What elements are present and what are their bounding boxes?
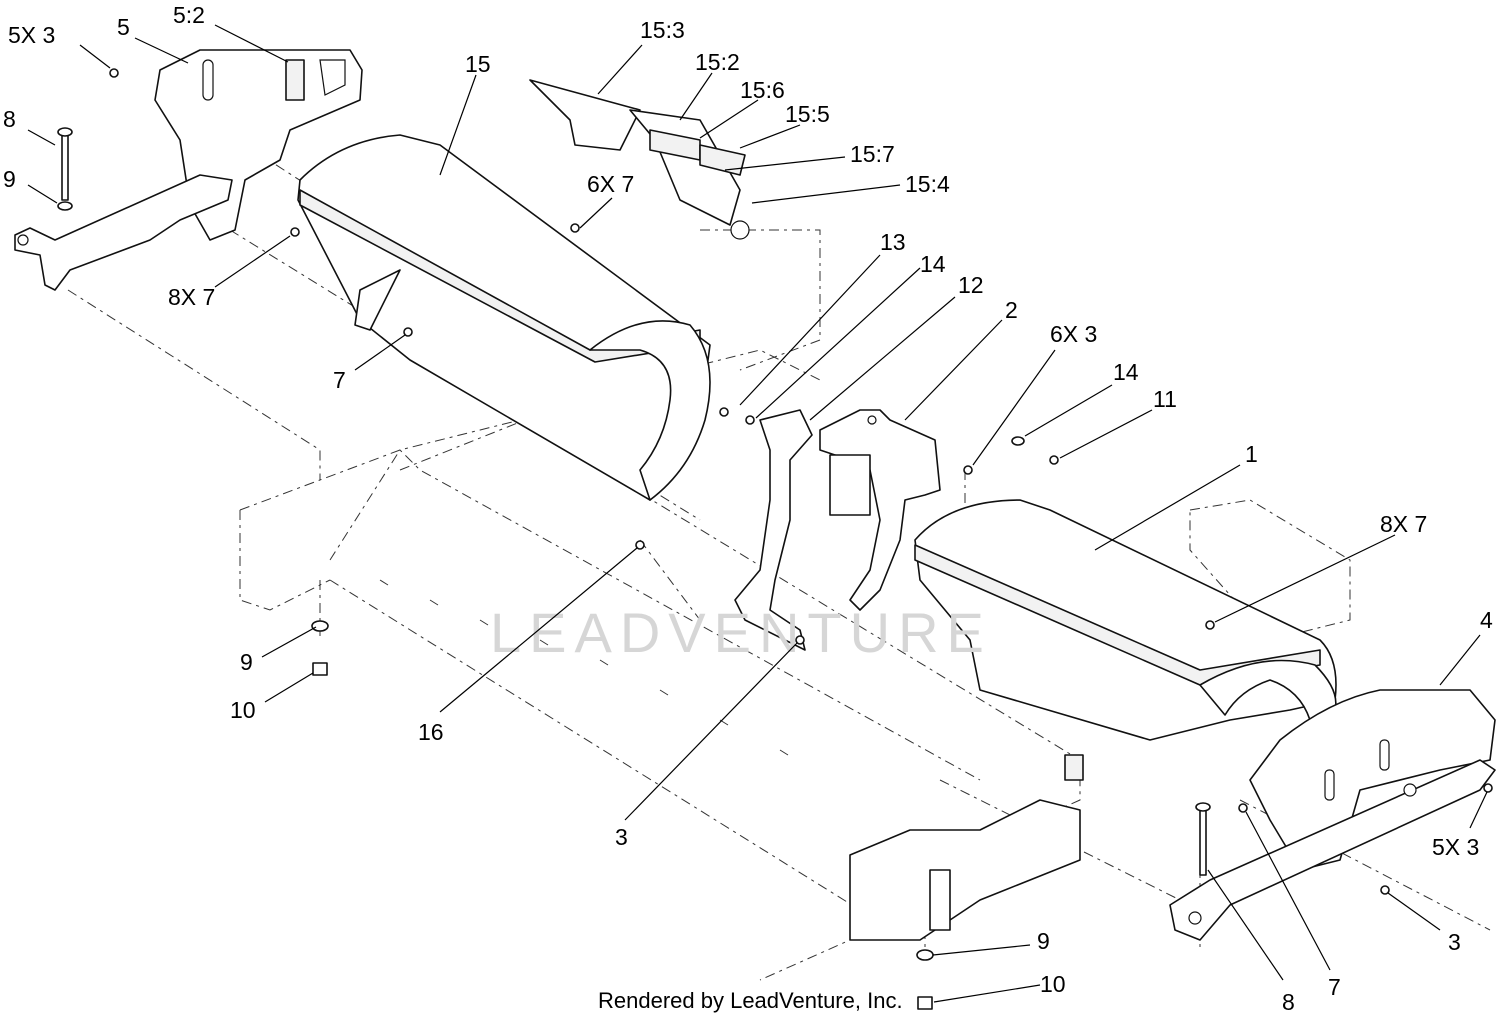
callout-9-top-left: 9 <box>3 166 16 192</box>
bolt-8x7-right <box>1205 620 1215 630</box>
upper-shield-group <box>529 79 750 240</box>
bolt-6x7 <box>570 223 580 233</box>
callout-6x3: 6X 3 <box>1050 321 1097 347</box>
callout-9-bottom: 9 <box>1037 928 1050 954</box>
callout-4: 4 <box>1480 607 1493 633</box>
bolt-8-bottom-right <box>1195 802 1211 876</box>
callout-2: 2 <box>1005 297 1018 323</box>
bolt-13 <box>719 407 729 417</box>
washer-14-a <box>745 415 755 425</box>
nut-5x3-right <box>1483 783 1493 793</box>
hardware <box>109 68 1493 1010</box>
callout-7-left: 7 <box>333 367 346 393</box>
bolt-16 <box>635 540 645 550</box>
callout-15-5: 15:5 <box>785 101 830 127</box>
nut-11 <box>1049 455 1059 465</box>
callout-3-mid: 3 <box>615 824 628 850</box>
bolt-7-left <box>403 327 413 337</box>
nut-6x3 <box>963 465 973 475</box>
callout-13: 13 <box>880 229 906 255</box>
center-hanger-2 <box>819 409 941 611</box>
lower-center-frame <box>849 754 1084 941</box>
callout-8x7-left: 8X 7 <box>168 284 215 310</box>
right-baffle-1 <box>914 499 1337 741</box>
washer-9-left <box>311 620 329 632</box>
callout-10-bottom: 10 <box>1040 971 1066 997</box>
warning-decal-icon <box>285 59 305 101</box>
callout-15-2: 15:2 <box>695 49 740 75</box>
callout-labels: 5X 3 5 5:2 15 15:3 15:2 15:6 15:5 15:7 1… <box>3 2 1493 1015</box>
callout-1: 1 <box>1245 441 1258 467</box>
nut-10-bottom <box>917 996 933 1010</box>
watermark-text: LEADVENTURE <box>490 601 992 664</box>
callout-15: 15 <box>465 51 491 77</box>
washer-14-b <box>1011 436 1025 446</box>
left-baffle-15 <box>297 134 711 501</box>
washer-9-top-left <box>57 201 73 211</box>
bolt-7-bottom <box>1238 803 1248 813</box>
callout-11: 11 <box>1153 386 1177 412</box>
callout-9-left: 9 <box>240 649 253 675</box>
callout-15-4: 15:4 <box>905 171 950 197</box>
bolt-8x7-left <box>290 227 300 237</box>
callout-5-2: 5:2 <box>173 2 205 28</box>
callout-10-left: 10 <box>230 697 256 723</box>
callout-8-bottom: 8 <box>1282 989 1295 1015</box>
callout-14-b: 14 <box>1113 359 1139 385</box>
callout-15-6: 15:6 <box>740 77 785 103</box>
callout-3-right: 3 <box>1448 929 1461 955</box>
right-frame-rail <box>1169 759 1496 941</box>
left-mounting-bracket <box>14 174 233 291</box>
callout-15-3: 15:3 <box>640 17 685 43</box>
center-hanger-12 <box>734 409 813 651</box>
credit-text: Rendered by LeadVenture, Inc. <box>598 988 903 1013</box>
callout-5x3-right: 5X 3 <box>1432 834 1479 860</box>
callout-8-top-left: 8 <box>3 106 16 132</box>
callout-16: 16 <box>418 719 444 745</box>
callout-8x7-right: 8X 7 <box>1380 511 1427 537</box>
nut-5x3-top-left <box>109 68 119 78</box>
callout-5-top-left: 5 <box>117 14 130 40</box>
callout-5x3-top-left: 5X 3 <box>8 22 55 48</box>
washer-9-bottom <box>916 949 934 961</box>
callout-14-a: 14 <box>920 251 946 277</box>
nut-3-mid <box>795 635 805 645</box>
callout-6x7: 6X 7 <box>587 171 634 197</box>
right-side-plate-4 <box>1249 689 1496 871</box>
callout-15-7: 15:7 <box>850 141 895 167</box>
bolt-8-top-left <box>57 127 73 211</box>
nut-10-left <box>312 662 328 676</box>
nut-3-right <box>1380 885 1390 895</box>
leader-lines <box>27 24 1488 1003</box>
callout-12: 12 <box>958 272 984 298</box>
callout-7-bottom: 7 <box>1328 974 1341 1000</box>
